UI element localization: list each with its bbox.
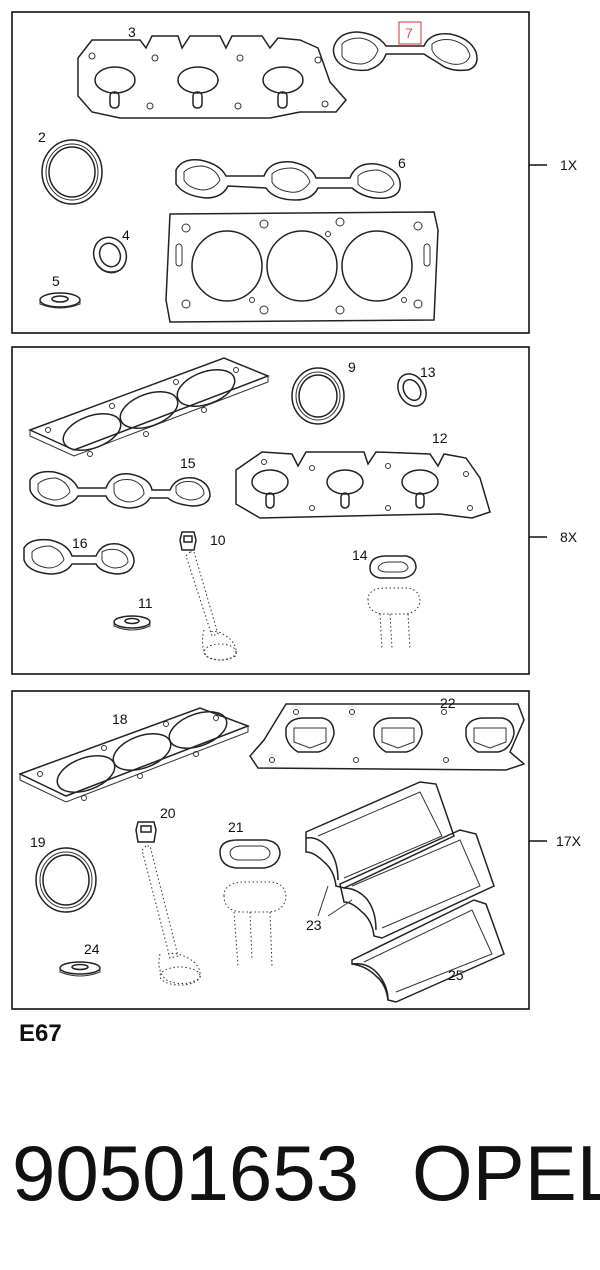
brand-name: OPEL xyxy=(412,1129,600,1217)
part-label-18: 18 xyxy=(112,711,128,727)
part-25-cover-gasket[interactable] xyxy=(351,899,505,1003)
part-label-25: 25 xyxy=(448,967,464,983)
part-12-manifold-gasket[interactable] xyxy=(235,451,491,519)
part-label-21: 21 xyxy=(228,819,244,835)
panel-3-quantity: 17X xyxy=(556,833,582,849)
part-21-seal-plate[interactable] xyxy=(219,839,287,967)
panel-2: 8X 9 13 xyxy=(11,346,578,675)
panel-1-frame xyxy=(11,11,530,334)
head-gasket-2[interactable] xyxy=(28,357,271,457)
part-label-15: 15 xyxy=(180,455,196,471)
part-20-valve-stem-seal[interactable] xyxy=(135,821,201,986)
part-number: 90501653 xyxy=(12,1129,360,1217)
panel-2-quantity: 8X xyxy=(560,529,578,545)
part-9-seal-ring[interactable] xyxy=(291,367,345,425)
part-5-washer[interactable] xyxy=(39,292,81,309)
part-label-24: 24 xyxy=(84,941,100,957)
part-7-intake-gasket[interactable] xyxy=(332,31,478,72)
panel-1-quantity: 1X xyxy=(560,157,578,173)
part-label-19: 19 xyxy=(30,834,46,850)
part-label-3: 3 xyxy=(128,24,136,40)
panel-2-frame xyxy=(11,346,530,675)
part-14-washer[interactable] xyxy=(113,615,151,631)
panel-1: 1X 3 7 xyxy=(11,11,578,334)
part-11-seal-plate[interactable] xyxy=(367,555,421,651)
head-gasket-1[interactable] xyxy=(165,211,439,323)
part-16-intake-gasket[interactable] xyxy=(23,538,135,575)
part-23-cover-gasket[interactable] xyxy=(305,781,495,939)
part-6-intake-gasket[interactable] xyxy=(175,158,401,201)
part-4-shaft-seal[interactable] xyxy=(88,232,132,278)
part-15-intake-gasket[interactable] xyxy=(29,470,211,509)
part-label-23: 23 xyxy=(306,917,322,933)
part-label-11: 14 xyxy=(352,547,368,563)
part-10-valve-stem-seal[interactable] xyxy=(179,531,237,661)
leader-23b xyxy=(327,899,353,917)
part-2-seal-ring[interactable] xyxy=(41,139,103,205)
part-label-2: 2 xyxy=(38,129,46,145)
part-3-manifold-gasket[interactable] xyxy=(77,35,347,119)
part-label-5: 5 xyxy=(52,273,60,289)
part-22-manifold-gasket[interactable] xyxy=(249,703,526,771)
part-label-7: 7 xyxy=(405,25,413,41)
part-19-seal-ring[interactable] xyxy=(35,847,97,913)
diagram-code: E67 xyxy=(19,1020,62,1047)
part-label-13: 13 xyxy=(420,364,436,380)
part-24-washer[interactable] xyxy=(59,961,101,977)
part-13-shaft-seal[interactable] xyxy=(392,369,432,411)
part-label-16: 16 xyxy=(72,535,88,551)
part-label-12: 12 xyxy=(432,430,448,446)
panel-3: 17X 18 xyxy=(11,690,582,1010)
part-label-6: 6 xyxy=(398,155,406,171)
part-label-10: 10 xyxy=(210,532,226,548)
part-18-head-gasket[interactable] xyxy=(18,705,251,803)
highlight-box xyxy=(398,21,422,45)
leader-23a xyxy=(317,885,329,917)
footer: 90501653 OPEL xyxy=(12,1128,600,1218)
panel-3-frame xyxy=(11,690,530,1010)
part-label-4: 4 xyxy=(122,227,130,243)
part-label-14: 11 xyxy=(138,595,153,611)
part-label-20: 20 xyxy=(160,805,176,821)
part-label-22: 22 xyxy=(440,695,456,711)
part-label-9: 9 xyxy=(348,359,356,375)
